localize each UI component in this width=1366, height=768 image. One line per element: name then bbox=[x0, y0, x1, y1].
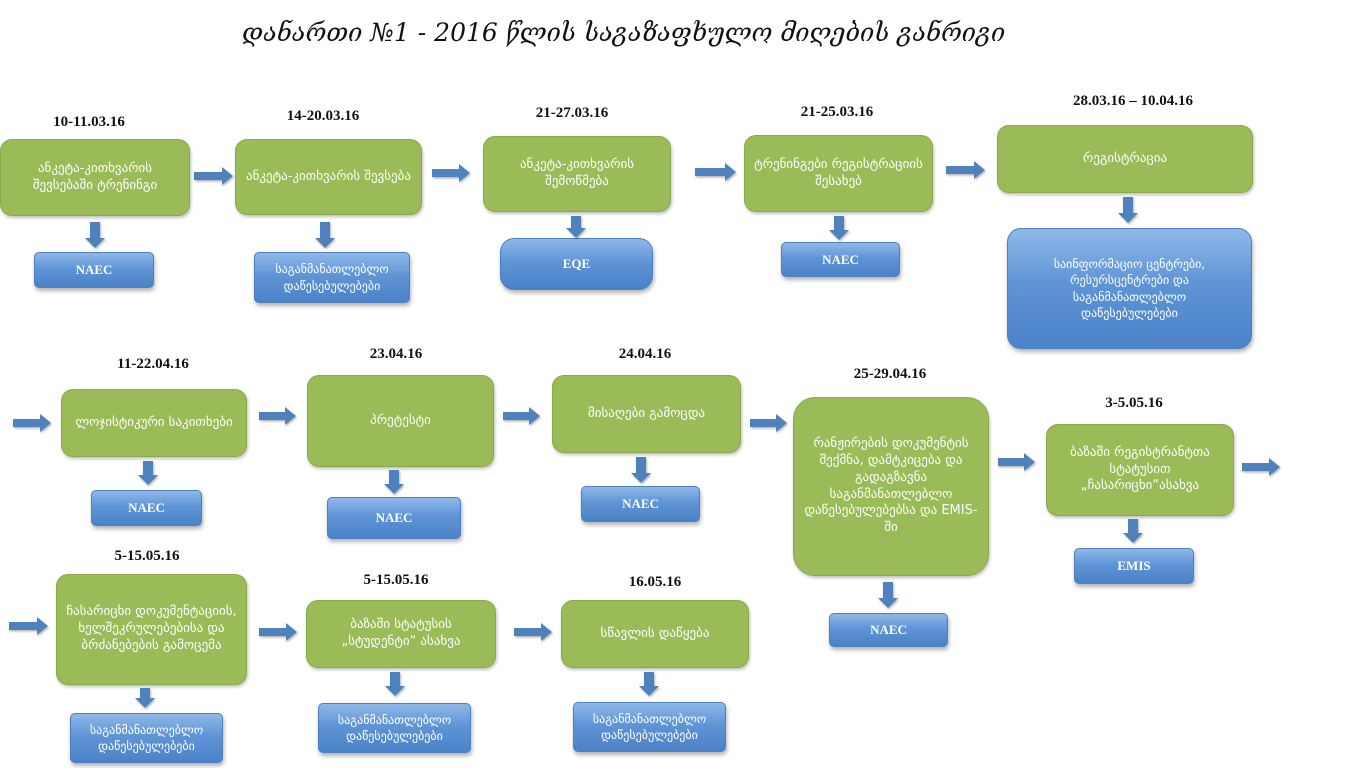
arrow-right-icon bbox=[514, 623, 552, 641]
step-box[interactable]: რანჟირების დოკუმენტის შექმნა, დამტკიცება… bbox=[793, 397, 989, 576]
org-box[interactable]: NAEC bbox=[581, 486, 700, 522]
arrow-right-icon bbox=[259, 623, 297, 641]
org-box[interactable]: NAEC bbox=[91, 490, 202, 526]
step-box[interactable]: მისაღები გამოცდა bbox=[552, 375, 741, 453]
arrow-right-icon bbox=[9, 617, 48, 635]
step-box[interactable]: ბაზაში რეგისტრანტთა სტატუსით „ჩასარიცხი“… bbox=[1046, 424, 1234, 516]
arrow-right-icon bbox=[946, 161, 985, 179]
step-box[interactable]: სწავლის დაწყება bbox=[561, 600, 749, 668]
step-date: 3-5.05.16 bbox=[1105, 395, 1163, 411]
step-date: 21-25.03.16 bbox=[800, 104, 874, 120]
step-date: 5-15.05.16 bbox=[363, 572, 429, 588]
step-box[interactable]: ანკეტა-კითხვარის შემოწმება bbox=[483, 136, 671, 212]
org-box[interactable]: საგანმანათლებლო დაწესებულებები bbox=[70, 713, 223, 763]
org-box[interactable]: NAEC bbox=[327, 497, 461, 539]
arrow-down-icon bbox=[135, 688, 155, 708]
arrow-right-icon bbox=[13, 414, 51, 432]
step-date: 24.04.16 bbox=[618, 346, 672, 362]
step-box[interactable]: ჩასარიცხი დოკუმენტაციის, ხელშეკრულებების… bbox=[56, 574, 247, 685]
org-box[interactable]: საგანმანათლებლო დაწესებულებები bbox=[318, 703, 471, 753]
arrow-right-icon bbox=[194, 167, 233, 185]
arrow-down-icon bbox=[85, 222, 105, 248]
arrow-down-icon bbox=[1118, 197, 1138, 223]
step-box[interactable]: ლოჯისტიკური საკითხები bbox=[61, 389, 247, 457]
step-box[interactable]: პრეტესტი bbox=[307, 375, 494, 467]
step-date: 11-22.04.16 bbox=[117, 356, 189, 372]
arrow-down-icon bbox=[631, 457, 651, 483]
arrow-right-icon bbox=[1242, 458, 1280, 476]
step-date: 23.04.16 bbox=[369, 346, 423, 362]
arrow-down-icon bbox=[315, 222, 335, 248]
arrow-right-icon bbox=[503, 407, 540, 425]
step-date: 21-27.03.16 bbox=[535, 105, 609, 121]
step-date: 28.03.16 – 10.04.16 bbox=[1073, 93, 1193, 109]
step-box[interactable]: ბაზაში სტატუსის „სტუდენტი“ ასახვა bbox=[306, 600, 496, 668]
arrow-right-icon bbox=[695, 163, 736, 181]
org-box[interactable]: საგანმანათლებლო დაწესებულებები bbox=[573, 702, 726, 752]
step-box[interactable]: ტრენინგები რეგისტრაციის შესახებ bbox=[744, 135, 933, 212]
arrow-right-icon bbox=[432, 164, 470, 182]
org-box[interactable]: NAEC bbox=[34, 252, 154, 288]
arrow-down-icon bbox=[878, 582, 898, 608]
arrow-down-icon bbox=[639, 672, 659, 696]
page-title: დანართი №1 - 2016 წლის საგაზაფხულო მიღებ… bbox=[242, 18, 1006, 47]
step-date: 10-11.03.16 bbox=[53, 114, 125, 130]
arrow-down-icon bbox=[384, 470, 404, 494]
step-box[interactable]: რეგისტრაცია bbox=[997, 125, 1253, 193]
step-date: 5-15.05.16 bbox=[114, 548, 180, 564]
org-box[interactable]: NAEC bbox=[829, 613, 948, 647]
org-box[interactable]: საგანმანათლებლო დაწესებულებები bbox=[254, 252, 410, 303]
arrow-down-icon bbox=[566, 216, 586, 238]
arrow-down-icon bbox=[138, 461, 158, 485]
arrow-right-icon bbox=[750, 414, 787, 432]
org-box[interactable]: საინფორმაციო ცენტრები, რესურსცენტრები და… bbox=[1007, 228, 1252, 349]
step-box[interactable]: ანკეტა-კითხვარის შევსებაში ტრენინგი bbox=[0, 139, 190, 216]
arrow-right-icon bbox=[259, 407, 296, 425]
arrow-down-icon bbox=[1123, 519, 1143, 543]
arrow-down-icon bbox=[385, 672, 405, 696]
arrow-down-icon bbox=[829, 216, 849, 240]
step-date: 14-20.03.16 bbox=[286, 108, 360, 124]
step-box[interactable]: ანკეტა-კითხვარის შევსება bbox=[235, 139, 422, 215]
org-box[interactable]: EMIS bbox=[1074, 548, 1194, 584]
step-date: 25-29.04.16 bbox=[853, 366, 927, 382]
org-box[interactable]: EQE bbox=[500, 238, 653, 290]
org-box[interactable]: NAEC bbox=[781, 242, 900, 277]
step-date: 16.05.16 bbox=[628, 574, 682, 590]
arrow-right-icon bbox=[998, 453, 1035, 471]
